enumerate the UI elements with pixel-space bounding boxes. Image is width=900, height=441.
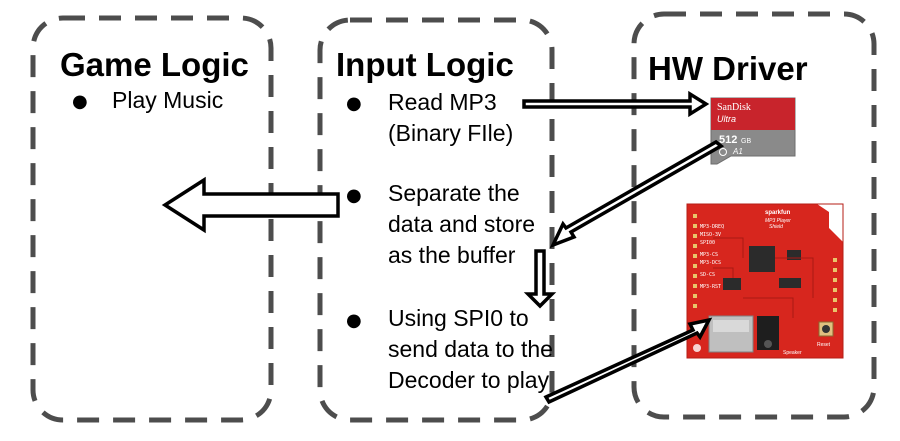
sd-card-marks: A1 (732, 147, 743, 156)
item-line: Decoder to play (388, 367, 550, 393)
input-logic-box (317, 17, 555, 423)
item-line: as the buffer (388, 242, 516, 268)
pin-label: SPI00 (700, 240, 715, 246)
item-line: (Binary FIle) (388, 120, 514, 146)
board-name-line2: Shield (769, 224, 783, 230)
audio-jack (757, 316, 779, 350)
input-logic-title: Input Logic (336, 46, 514, 83)
bullet-dot: ● (346, 310, 362, 331)
hw-driver-title: HW Driver (648, 50, 808, 87)
sd-card-capacity-unit: GB (741, 138, 751, 145)
chip (779, 278, 801, 288)
arrow-spi-to-board (543, 317, 713, 405)
item-line: Play Music (112, 87, 224, 113)
arrow-sdcard-to-buffer (549, 139, 725, 249)
pin-label: MP3-CS (700, 252, 718, 258)
pin-label: MP3-DCS (700, 260, 721, 266)
pin-label: MISO-3V (700, 232, 721, 238)
item-line: Separate the (388, 180, 520, 206)
pin-label: MP3-RST (700, 284, 721, 290)
hw-driver-box (631, 11, 877, 420)
item-line: Read MP3 (388, 89, 497, 115)
chip (787, 250, 801, 260)
arrow-read-to-sdcard (522, 90, 710, 118)
item-line: send data to the (388, 336, 553, 362)
sd-card-line: Ultra (717, 114, 736, 124)
bullet-dot: ● (346, 93, 362, 114)
bullet-dot: ● (72, 91, 88, 112)
decoder-chip (749, 246, 775, 272)
item-line: data and store (388, 211, 536, 237)
sd-class-icon (719, 148, 727, 156)
game-logic-box (30, 15, 274, 423)
input-logic-item-spi: Using SPI0 to send data to the Decoder t… (388, 303, 553, 396)
arrow-buffer-to-spi (523, 249, 557, 309)
game-logic-title: Game Logic (60, 46, 249, 83)
pin-label: SD-CS (700, 272, 715, 278)
board-name-line1: MP3 Player (765, 218, 791, 224)
header-pins (693, 214, 837, 312)
bullet-dot: ● (346, 185, 362, 206)
reset-label: Reset (817, 342, 831, 348)
input-logic-item-separate: Separate the data and store as the buffe… (388, 178, 535, 271)
mp3-player-shield-image: MP3-DREQ MISO-3V SPI00 MP3-CS MP3-DCS SD… (686, 203, 844, 359)
game-logic-item: Play Music (112, 85, 223, 116)
speaker-label: Speaker (783, 350, 802, 356)
sd-card-image: SanDisk Ultra 512 GB A1 (710, 97, 796, 165)
chip (723, 278, 741, 290)
item-line: Using SPI0 to (388, 305, 529, 331)
arrow-buffer-to-game-logic (161, 176, 340, 234)
input-logic-item-read-mp3: Read MP3 (Binary FIle) (388, 87, 513, 149)
sd-card-brand: SanDisk (717, 102, 751, 113)
pin-label: MP3-DREQ (700, 224, 724, 230)
board-brand: sparkfun (765, 210, 791, 216)
sd-card-capacity: 512 (719, 134, 737, 146)
